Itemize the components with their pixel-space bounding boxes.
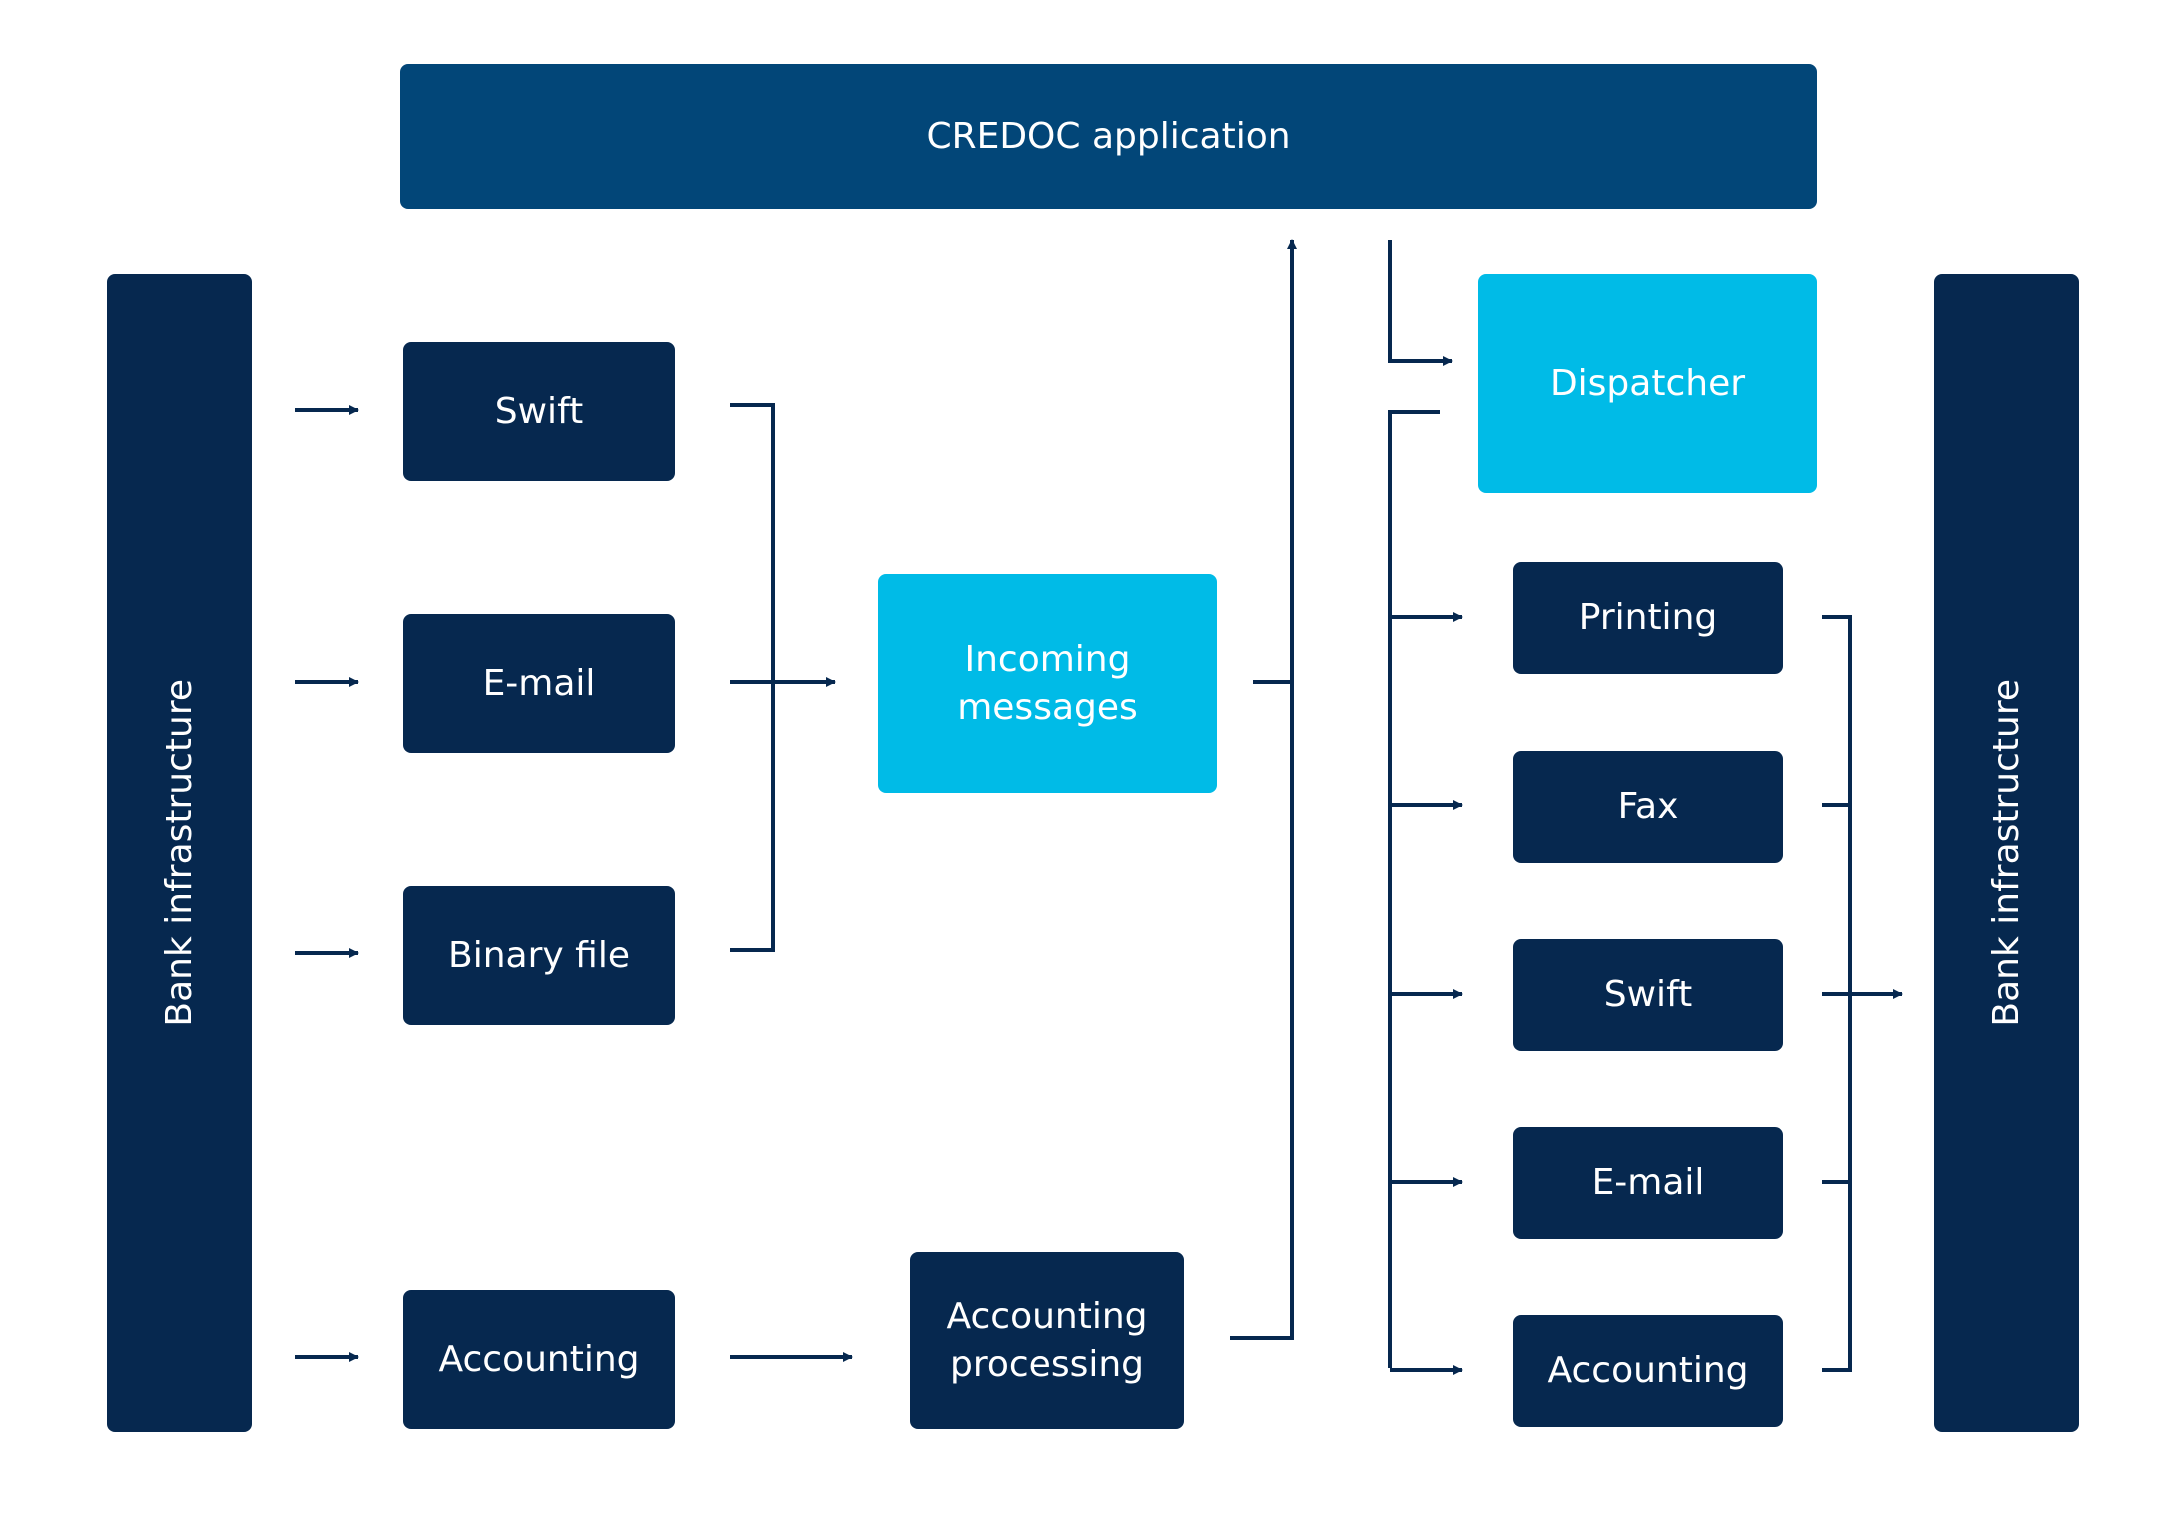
credoc-application-label: CREDOC application [926, 115, 1291, 157]
link-accounting-processing-up [1230, 239, 1297, 1340]
input-email-label: E-mail [482, 662, 596, 704]
bank-infrastructure-left-label: Bank infrastructure [158, 679, 200, 1027]
output-accounting: Accounting [1513, 1315, 1783, 1427]
output-printing-label: Printing [1578, 597, 1718, 639]
input-binary-file: Binary file [403, 886, 675, 1025]
incoming-messages-label: Incoming messages [957, 638, 1138, 728]
dispatcher-label: Dispatcher [1549, 362, 1746, 404]
input-swift-label: Swift [494, 390, 584, 432]
input-accounting: Accounting [403, 1290, 675, 1429]
credoc-application-bar: CREDOC application [400, 64, 1817, 209]
output-accounting-label: Accounting [1547, 1350, 1749, 1392]
dispatcher-trunk [1388, 410, 1440, 1368]
input-swift: Swift [403, 342, 675, 481]
accounting-processing-label: Accounting processing [946, 1295, 1148, 1385]
accounting-processing: Accounting processing [910, 1252, 1184, 1429]
output-email-label: E-mail [1591, 1162, 1705, 1204]
incoming-messages: Incoming messages [878, 574, 1217, 793]
input-binary-file-label: Binary file [448, 934, 630, 976]
dispatcher: Dispatcher [1478, 274, 1817, 493]
bank-infrastructure-right-label: Bank infrastructure [1985, 679, 2027, 1027]
bank-infrastructure-left: Bank infrastructure [107, 274, 252, 1432]
output-swift: Swift [1513, 939, 1783, 1051]
output-email: E-mail [1513, 1127, 1783, 1239]
input-accounting-label: Accounting [438, 1338, 640, 1380]
arrow-app-to-dispatcher [1388, 240, 1453, 366]
input-email: E-mail [403, 614, 675, 753]
bracket-inputs [730, 403, 775, 952]
output-fax-label: Fax [1617, 786, 1679, 828]
output-swift-label: Swift [1603, 974, 1693, 1016]
output-printing: Printing [1513, 562, 1783, 674]
output-fax: Fax [1513, 751, 1783, 863]
bank-infrastructure-right: Bank infrastructure [1934, 274, 2079, 1432]
